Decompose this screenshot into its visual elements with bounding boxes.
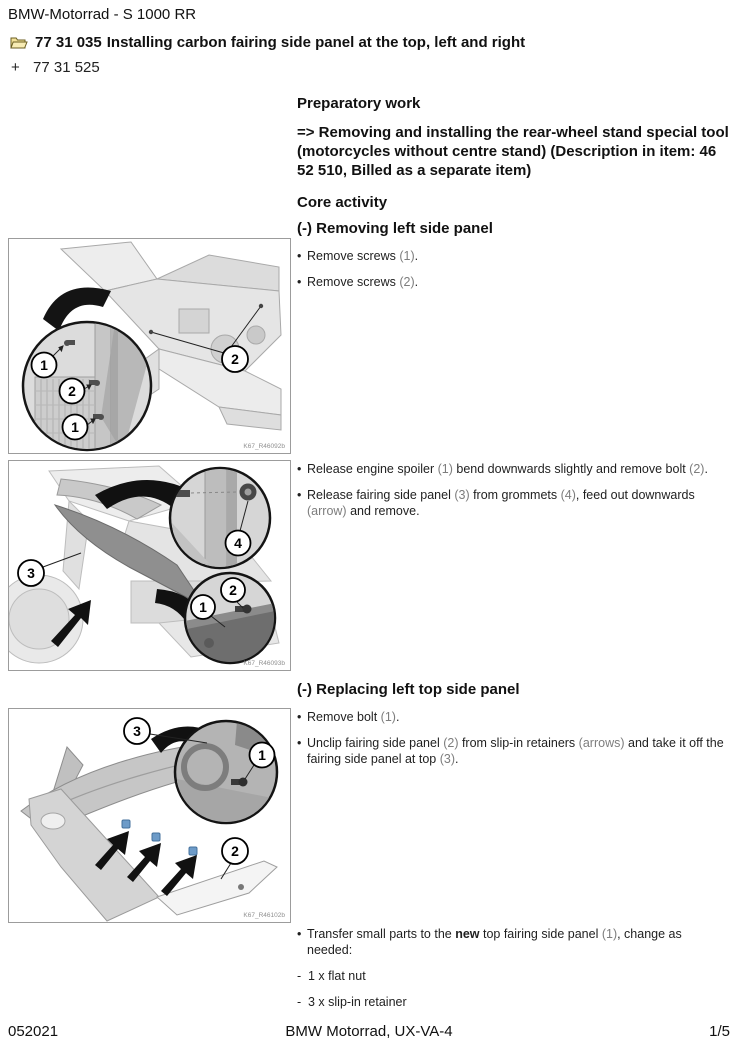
instruction-text: Remove screws (2). — [307, 275, 419, 289]
svg-text:2: 2 — [68, 383, 76, 399]
svg-text:1: 1 — [40, 357, 48, 373]
section-preparatory: Preparatory work => Removing and install… — [297, 95, 733, 300]
callout-1b: 1 — [61, 413, 89, 441]
section-spoiler-release: • Release engine spoiler (1) bend downwa… — [297, 461, 733, 529]
figure-watermark: K67_R46093b — [243, 660, 285, 667]
list-item: • Remove bolt (1). — [297, 709, 733, 725]
figure-2-illustration: 3 4 1 2 K67_R46093b — [9, 465, 285, 667]
figure-removing-screws: 1 2 1 2 K67_R46092b — [8, 238, 291, 454]
step-removing-left-side-panel-heading: (-) Removing left side panel — [297, 220, 493, 237]
job-title: Installing carbon fairing side panel at … — [106, 34, 526, 51]
figure-replace-top-panel: 3 1 2 K67_R46102b — [8, 708, 291, 923]
panel-hole — [40, 812, 66, 830]
callout-3: 3 — [123, 717, 208, 745]
list-item: • Remove screws (1). — [297, 248, 733, 264]
callout-2: 2 — [220, 577, 246, 609]
job-code: 77 31 035 — [35, 34, 102, 51]
bottom-white-panel-shape — [156, 860, 278, 916]
list-item: • Unclip fairing side panel (2) from sli… — [297, 735, 733, 767]
footer-center-text: BMW Motorrad, UX-VA-4 — [285, 1023, 453, 1040]
inset-grommet-detail — [171, 469, 257, 567]
magnifier-detail — [34, 323, 149, 449]
panel-bolt-dot — [238, 884, 244, 890]
inset-spoiler-detail — [186, 603, 274, 662]
figure-release-side-panel: 3 4 1 2 K67_R46093b — [8, 460, 291, 671]
preparatory-procedure-link[interactable]: => Removing and installing the rear-whee… — [297, 124, 729, 179]
svg-text:1: 1 — [258, 747, 266, 763]
figure-watermark: K67_R46102b — [243, 912, 285, 919]
callout-1: 1 — [190, 594, 226, 628]
svg-text:2: 2 — [229, 582, 237, 598]
job-node-row[interactable]: 77 31 035 Installing carbon fairing side… — [10, 34, 525, 51]
svg-text:2: 2 — [231, 843, 239, 859]
callout-2: 2 — [220, 837, 249, 880]
section-transfer-parts: • Transfer small parts to the new top fa… — [297, 926, 733, 1020]
part-text: 1 x flat nut — [308, 969, 366, 983]
bullet-marker: • — [297, 710, 302, 724]
figure-3-illustration: 3 1 2 K67_R46102b — [20, 717, 285, 922]
dash-marker: - — [297, 969, 302, 983]
instruction-text: Release engine spoiler (1) bend downward… — [307, 462, 708, 476]
bullet-marker: • — [297, 736, 302, 750]
footer-date-code: 052021 — [8, 1023, 59, 1040]
linked-job-code: 77 31 525 — [33, 59, 100, 76]
bullet-marker: • — [297, 275, 302, 289]
linked-job-row[interactable]: + 77 31 525 — [11, 59, 100, 76]
bullet-marker: • — [297, 927, 302, 941]
bullet-marker: • — [297, 249, 302, 263]
preparatory-work-heading: Preparatory work — [297, 95, 421, 112]
svg-text:2: 2 — [231, 351, 239, 367]
instruction-text: Unclip fairing side panel (2) from slip-… — [307, 736, 724, 766]
part-text: 3 x slip-in retainer — [308, 995, 407, 1009]
list-item: • Release fairing side panel (3) from gr… — [297, 487, 733, 519]
section-replacing-top-panel: (-) Replacing left top side panel • Remo… — [297, 681, 733, 777]
black-wedge-shape — [43, 287, 111, 331]
core-activity-heading: Core activity — [297, 194, 388, 211]
dash-marker: - — [297, 995, 302, 1009]
step-replacing-left-top-side-panel-heading: (-) Replacing left top side panel — [297, 681, 520, 698]
list-subitem: - 3 x slip-in retainer — [297, 994, 733, 1010]
instruction-text: Release fairing side panel (3) from grom… — [307, 488, 695, 518]
callout-4: 4 — [224, 529, 252, 557]
instruction-text: Remove screws (1). — [307, 249, 419, 263]
document-title: BMW-Motorrad - S 1000 RR — [8, 6, 197, 23]
svg-text:1: 1 — [199, 599, 207, 615]
side-panel-shape — [53, 504, 206, 608]
list-item: • Transfer small parts to the new top fa… — [297, 926, 733, 958]
callout-3: 3 — [17, 559, 45, 587]
direction-arrow — [51, 600, 91, 647]
instruction-text: Transfer small parts to the new top fair… — [307, 927, 682, 957]
instruction-text: Remove bolt (1). — [307, 710, 400, 724]
list-item: • Remove screws (2). — [297, 274, 733, 290]
footer-page-number: 1/5 — [709, 1023, 730, 1040]
callout-1a: 1 — [30, 351, 58, 379]
open-folder-icon — [10, 37, 28, 48]
leader-lines — [52, 303, 264, 426]
callout-2-main: 2 — [221, 345, 249, 373]
svg-text:1: 1 — [71, 419, 79, 435]
slip-in-retainers — [121, 819, 198, 856]
svg-text:3: 3 — [133, 723, 141, 739]
leader-line — [42, 552, 82, 568]
figure-1-illustration: 1 2 1 2 K67_R46092b — [21, 241, 285, 452]
callout-1: 1 — [248, 741, 276, 769]
svg-text:3: 3 — [27, 565, 35, 581]
figure-watermark: K67_R46092b — [243, 443, 285, 450]
expand-plus-icon[interactable]: + — [11, 59, 20, 76]
svg-text:4: 4 — [234, 535, 242, 551]
bullet-marker: • — [297, 488, 302, 502]
callout-2a: 2 — [58, 377, 86, 405]
list-subitem: - 1 x flat nut — [297, 968, 733, 984]
direction-arrows — [95, 831, 197, 896]
bullet-marker: • — [297, 462, 302, 476]
list-item: • Release engine spoiler (1) bend downwa… — [297, 461, 733, 477]
